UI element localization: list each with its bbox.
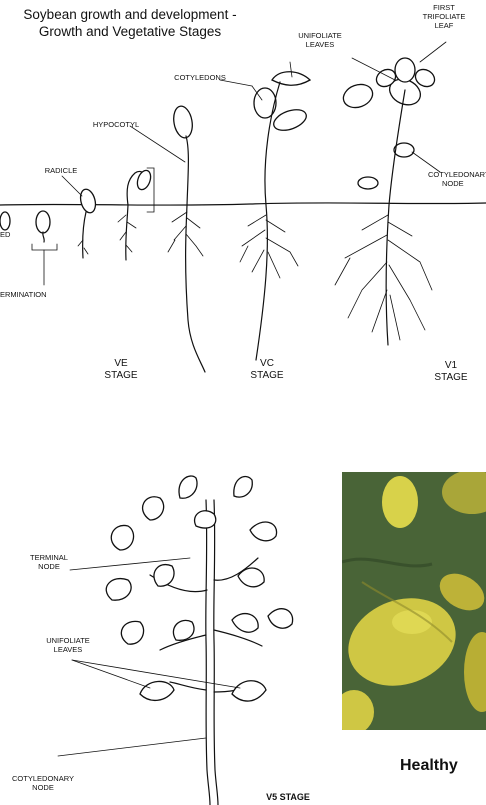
cotyledonary-node-bottom-label: COTYLEDONARY NODE	[12, 774, 74, 792]
v5-stage-label: V5 STAGE	[248, 791, 328, 803]
leaf-photo-image	[342, 472, 486, 730]
unifoliate-leaves-top-label: UNIFOLIATE LEAVES	[284, 31, 356, 49]
leaf-photo	[342, 472, 486, 730]
v1-stage-label: V1 STAGE	[426, 360, 476, 384]
vc-seedling-drawing	[240, 72, 310, 360]
hypocotyl-label: HYPOCOTYL	[84, 120, 148, 129]
ve-emerged-seedling-drawing	[168, 105, 205, 372]
unifoliate-leaves-bottom-label: UNIFOLIATE LEAVES	[38, 636, 98, 654]
soil-line	[0, 203, 486, 205]
cotyledons-label: COTYLEDONS	[160, 73, 240, 82]
v1-seedling-drawing	[335, 58, 438, 345]
vc-stage-label: VC STAGE	[242, 358, 292, 382]
ve-stage-label: VE STAGE	[96, 358, 146, 382]
terminal-node-label: TERMINAL NODE	[24, 553, 74, 571]
radicle-label: RADICLE	[36, 166, 86, 175]
photo-caption: Healthy	[400, 757, 458, 775]
radicle-seedling-drawing	[78, 188, 98, 258]
seed-drawing	[0, 212, 10, 230]
first-trifoliate-leaf-label: FIRST TRIFOLIATE LEAF	[413, 3, 475, 30]
ve-hook-seedling-drawing	[118, 169, 153, 260]
seed-label: ED	[0, 230, 18, 239]
growth-stages-illustration	[0, 0, 486, 400]
germinating-seed-drawing	[36, 211, 50, 242]
cotyledonary-node-top-label: COTYLEDONARY NODE	[428, 170, 486, 188]
v5-leaves	[106, 476, 292, 701]
germination-label: ERMINATION	[0, 290, 70, 299]
